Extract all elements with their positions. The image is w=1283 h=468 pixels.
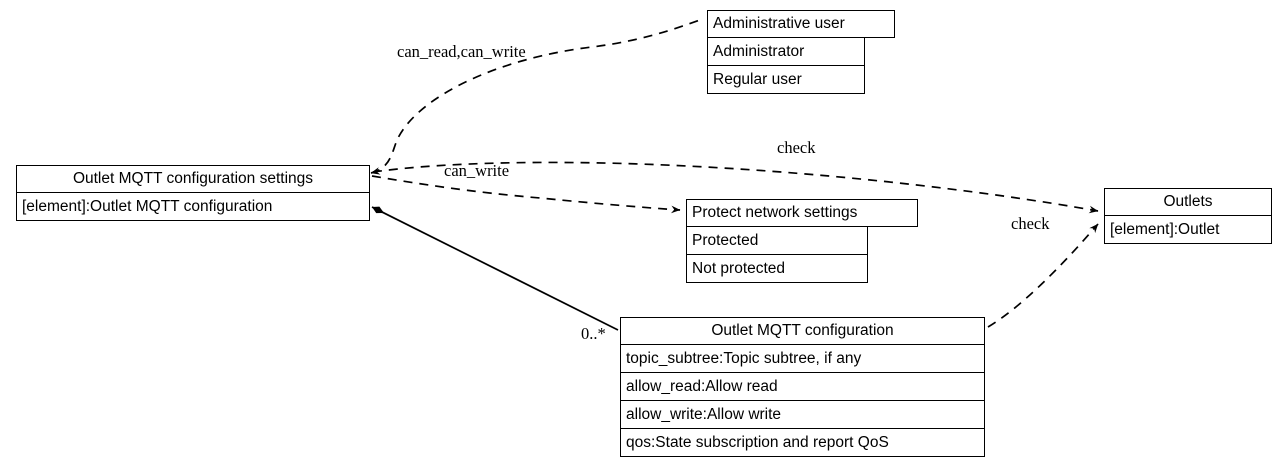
protect-network-settings-class-header: Protect network settings [686, 199, 918, 227]
edge-label-check-mqtt: check [1011, 214, 1050, 233]
edge-label-check-outlets: check [777, 138, 816, 157]
administrative-user-class[interactable]: Administrative user Administrator Regula… [707, 10, 895, 94]
edge-check-mqtt [987, 223, 1099, 328]
outlets-class-header: Outlets [1104, 188, 1272, 216]
edge-label-multiplicity: 0..* [581, 324, 606, 343]
administrative-user-class-literal-administrator: Administrator [707, 38, 865, 66]
outlet-mqtt-configuration-class[interactable]: Outlet MQTT configuration topic_subtree:… [620, 317, 985, 457]
settings-class[interactable]: Outlet MQTT configuration settings [elem… [16, 165, 370, 221]
outlet-mqtt-configuration-class-attribute-allow-write: allow_write:Allow write [620, 401, 985, 429]
protect-network-settings-class-literal-not-protected: Not protected [686, 255, 868, 283]
outlets-class[interactable]: Outlets [element]:Outlet [1104, 188, 1272, 244]
edge-can-write [371, 175, 681, 214]
administrative-user-class-header: Administrative user [707, 10, 895, 38]
outlets-class-attribute: [element]:Outlet [1104, 216, 1272, 244]
outlet-mqtt-configuration-class-attribute-allow-read: allow_read:Allow read [620, 373, 985, 401]
administrative-user-class-literal-regular-user: Regular user [707, 66, 865, 94]
outlet-mqtt-configuration-class-attribute-topic-subtree: topic_subtree:Topic subtree, if any [620, 345, 985, 373]
protect-network-settings-class[interactable]: Protect network settings Protected Not p… [686, 199, 918, 283]
protect-network-settings-class-literal-protected: Protected [686, 227, 868, 255]
settings-class-header: Outlet MQTT configuration settings [16, 165, 370, 193]
edge-composition [371, 206, 619, 331]
edge-label-can-read-can-write: can_read,can_write [397, 42, 526, 61]
outlet-mqtt-configuration-class-attribute-qos: qos:State subscription and report QoS [620, 429, 985, 457]
outlet-mqtt-configuration-class-header: Outlet MQTT configuration [620, 317, 985, 345]
settings-class-attribute: [element]:Outlet MQTT configuration [16, 193, 370, 221]
edge-label-can-write: can_write [444, 161, 510, 180]
